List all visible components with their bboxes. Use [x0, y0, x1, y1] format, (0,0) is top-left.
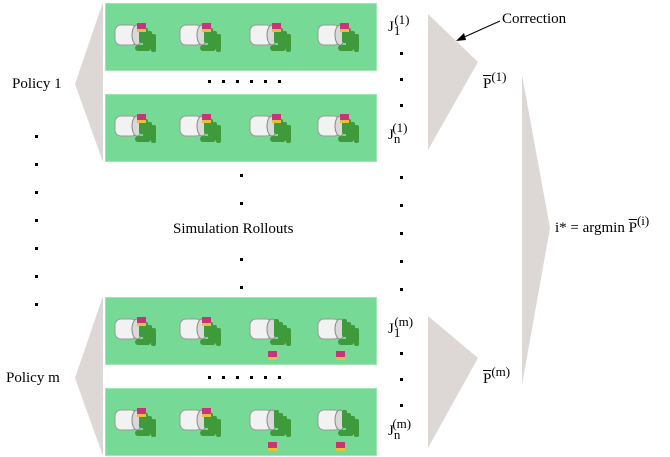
policy-m-label: Policy m — [6, 370, 60, 386]
gripper-hand-icon — [179, 115, 221, 143]
gripper-hand-icon — [317, 24, 359, 52]
policy-1-wedge — [75, 2, 103, 162]
j-policy1-runn: Jn(1) — [388, 120, 408, 146]
cube-icon — [137, 408, 146, 417]
argmin-label: i* = argmin P(i) — [555, 213, 650, 236]
policy-1-label: Policy 1 — [12, 76, 62, 92]
gripper-hand-icon — [317, 318, 359, 346]
cube-icon — [137, 317, 146, 326]
policy-m-wedge — [75, 296, 103, 456]
argmin-wedge — [522, 75, 550, 385]
cube-icon — [272, 23, 281, 32]
j-policym-run1: J1(m) — [388, 314, 414, 340]
simulation-rollouts-label: Simulation Rollouts — [173, 221, 294, 237]
gripper-hand-icon — [249, 115, 291, 143]
j-policym-runn: Jn(m) — [388, 416, 412, 442]
gripper-hand-icon — [114, 318, 156, 346]
p-bar-policy1: P(1) — [483, 69, 507, 92]
policy-1-aggregate-wedge — [428, 14, 478, 150]
cube-icon — [137, 114, 146, 123]
policy-m-aggregate-wedge — [428, 316, 478, 448]
gripper-hand-icon — [114, 409, 156, 437]
cube-icon — [340, 23, 349, 32]
gripper-hand-icon — [249, 318, 291, 346]
gripper-hand-icon — [179, 409, 221, 437]
correction-label: Correction — [502, 11, 567, 27]
cube-icon — [137, 23, 146, 32]
gripper-hand-icon — [317, 115, 359, 143]
correction-arrow — [461, 20, 501, 39]
cube-icon — [336, 351, 345, 360]
cube-icon — [336, 442, 345, 451]
cube-icon — [202, 317, 211, 326]
cube-icon — [268, 351, 277, 360]
gripper-hand-icon — [317, 409, 359, 437]
cube-icon — [202, 408, 211, 417]
j-policy1-run1: J1(1) — [388, 12, 410, 38]
cube-icon — [202, 23, 211, 32]
correction-arrowhead — [456, 33, 466, 41]
gripper-hand-icon — [249, 24, 291, 52]
gripper-hand-icon — [249, 409, 291, 437]
gripper-hand-icon — [179, 24, 221, 52]
p-bar-policym: P(m) — [483, 364, 511, 387]
gripper-hand-icon — [114, 24, 156, 52]
cube-icon — [202, 114, 211, 123]
cube-icon — [272, 114, 281, 123]
gripper-hand-icon — [179, 318, 221, 346]
gripper-hand-icon — [114, 115, 156, 143]
cube-icon — [340, 114, 349, 123]
cube-icon — [268, 442, 277, 451]
